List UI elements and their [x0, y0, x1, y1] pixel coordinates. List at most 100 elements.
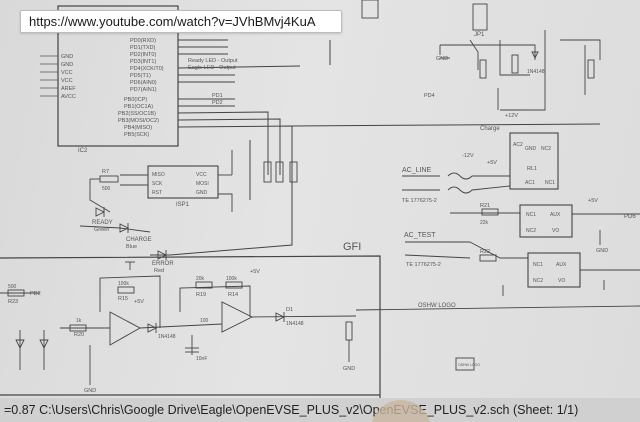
- diode-d1: D1: [286, 307, 293, 313]
- rl3-pin-2: NC2: [533, 278, 543, 284]
- mcu-pin-l0: GND: [61, 54, 73, 60]
- mcu-ic2: IC2 GND GND VCC VCC AREF AVCC PD0(RXD) P…: [40, 5, 179, 154]
- rl2-pin-1: AUX: [550, 212, 561, 218]
- net-eagle-led: Eagle LED - Output: [188, 65, 236, 71]
- mcu-pin-r6: PD6(AIN0): [130, 80, 157, 86]
- resistor-r22: R22: [480, 249, 490, 255]
- mcu-pin-r9: PB1(OC1A): [124, 104, 153, 110]
- mcu-pin-r11: PB3(MOSI/OC2): [118, 118, 159, 124]
- gnd-label-1: GND: [436, 56, 448, 62]
- resistor-r20-value: 1k: [76, 318, 82, 324]
- ac-line-part: TE 1776275-2: [402, 198, 437, 204]
- resistor-r14-value: 100k: [226, 276, 237, 282]
- net-pd1: PD1: [212, 93, 223, 99]
- mcu-pin-r8: PB0(ICP): [124, 97, 147, 103]
- driver-section: [361, 0, 601, 111]
- net-pd2-gfi: OSHW LOGO: [418, 303, 456, 309]
- mcu-pin-r5: PD5(T1): [130, 73, 151, 79]
- resistor-r15: R15: [118, 296, 128, 302]
- mcu-pin-l5: AVCC: [61, 94, 76, 100]
- gnd-label-gfi-2: GND: [343, 366, 355, 372]
- gfi-title: GFI: [343, 241, 361, 253]
- isp-pin-1: SCK: [152, 181, 163, 187]
- isp-pin-2: RST: [152, 190, 162, 196]
- resistor-r7: R7: [102, 169, 109, 175]
- led-error-label: ERROR: [152, 261, 174, 267]
- pullup-resistors: [263, 161, 298, 183]
- led-charge-color: Blue: [126, 244, 137, 250]
- gnd-label-gfi: GND: [84, 388, 96, 394]
- led-charge-label: CHARGE: [126, 237, 152, 243]
- mcu-pin-r7: PD7(AIN1): [130, 87, 157, 93]
- mcu-pin-r4: PD4(XCK/T0): [130, 66, 164, 72]
- led-ready-label: READY: [92, 220, 113, 226]
- led-ready-color: Green: [94, 227, 109, 233]
- rl2-pin-3: VO: [552, 228, 559, 234]
- mcu-pin-l3: VCC: [61, 78, 73, 84]
- relay-rl3: NC1 AUX NC2 VO: [527, 252, 581, 288]
- plus5v-label-c: +5V: [250, 269, 260, 275]
- plus12v-label: +12V: [505, 113, 518, 119]
- ac-test-wiring: [404, 208, 640, 296]
- url-bar[interactable]: https://www.youtube.com/watch?v=JVhBMvj4…: [20, 10, 342, 33]
- plus5v-label-a: +5V: [487, 160, 497, 166]
- schematic-canvas: GFI IC2 GND GND VCC VCC AREF AVCC PD0(RX…: [0, 0, 640, 398]
- rl1-pin-1: GND: [525, 146, 537, 152]
- mcu-pin-l4: AREF: [61, 86, 76, 92]
- cap-10nf: 10nF: [196, 356, 207, 362]
- mcu-pin-r13: PB5(SCK): [124, 132, 150, 138]
- rl2-pin-2: NC2: [526, 228, 536, 234]
- hand-in-frame: [371, 400, 431, 422]
- mcu-part-label: IC2: [78, 148, 88, 154]
- net-pd4-gfi: PD2: [30, 291, 41, 297]
- led-section: [79, 175, 170, 260]
- status-bar-path: =0.87 C:\Users\Chris\Google Drive\Eagle\…: [4, 403, 579, 417]
- diode-1n4148-c: 1N4148: [158, 334, 176, 340]
- net-pd6: PD6: [624, 214, 636, 220]
- editor-status-bar: =0.87 C:\Users\Chris\Google Drive\Eagle\…: [0, 398, 640, 422]
- ac-line-label: AC_LINE: [402, 167, 432, 174]
- mcu-pin-l1: GND: [61, 62, 73, 68]
- relay-rl2: NC1 AUX NC2 VO: [519, 204, 573, 238]
- plus5v-label-b: +5V: [588, 198, 598, 204]
- resistor-r21-value: 22k: [480, 220, 489, 226]
- rl2-pin-0: NC1: [526, 212, 536, 218]
- rl3-pin-0: NC1: [533, 262, 543, 268]
- isp-pin-0: MISO: [152, 172, 165, 178]
- url-text[interactable]: https://www.youtube.com/watch?v=JVhBMvj4…: [29, 14, 316, 29]
- ac-line-connector: [402, 172, 511, 194]
- net-pd4: PD4: [424, 93, 435, 99]
- resistor-r21: R21: [480, 203, 490, 209]
- net-pd2: PD2: [212, 100, 223, 106]
- net-charge: Charge: [480, 126, 500, 132]
- rl3-pin-3: VO: [558, 278, 565, 284]
- resistor-r20: R20: [74, 332, 84, 338]
- diode-1n4148-b: 1N4148: [286, 321, 304, 327]
- resistor-r7-value: 500: [102, 186, 111, 192]
- rl1-pin-0: AC2: [513, 142, 523, 148]
- oshw-logo-label: OSHW LOGO: [458, 363, 480, 367]
- relay-rl1: AC2 GND NC2 AC1 NC1 RL1: [509, 132, 559, 190]
- isp-pin-4: MOSI: [196, 181, 209, 187]
- rl1-pin-3: AC1: [525, 180, 535, 186]
- mcu-pin-r10: PB2(SS/OC1B): [118, 111, 156, 117]
- mcu-pin-r12: PB4(MISO): [124, 125, 152, 131]
- mcu-nets: [169, 39, 601, 256]
- isp-pin-5: GND: [196, 190, 208, 196]
- led-error-color: Red: [154, 268, 164, 274]
- isp-part-label: ISP1: [176, 202, 190, 208]
- ac-test-part: TE 1776275-2: [406, 262, 441, 268]
- net-ready-led: Ready LED - Output: [188, 58, 238, 64]
- plus5v-label-d: +5V: [134, 299, 144, 305]
- resistor-r23: R23: [8, 299, 18, 305]
- isp-header: MISO SCK RST VCC MOSI GND ISP1: [120, 150, 233, 212]
- diode-1n4148-a: 1N4148: [527, 69, 545, 75]
- isp-pin-3: VCC: [196, 172, 207, 178]
- mcu-pin-r3: PD3(INT1): [130, 59, 156, 65]
- resistor-r14: R14: [228, 292, 238, 298]
- gfi-circuit: [0, 261, 640, 385]
- resistor-r18-value: 500: [8, 284, 17, 290]
- resistor-r19: R19: [196, 292, 206, 298]
- minus12v-label: -12V: [462, 153, 474, 159]
